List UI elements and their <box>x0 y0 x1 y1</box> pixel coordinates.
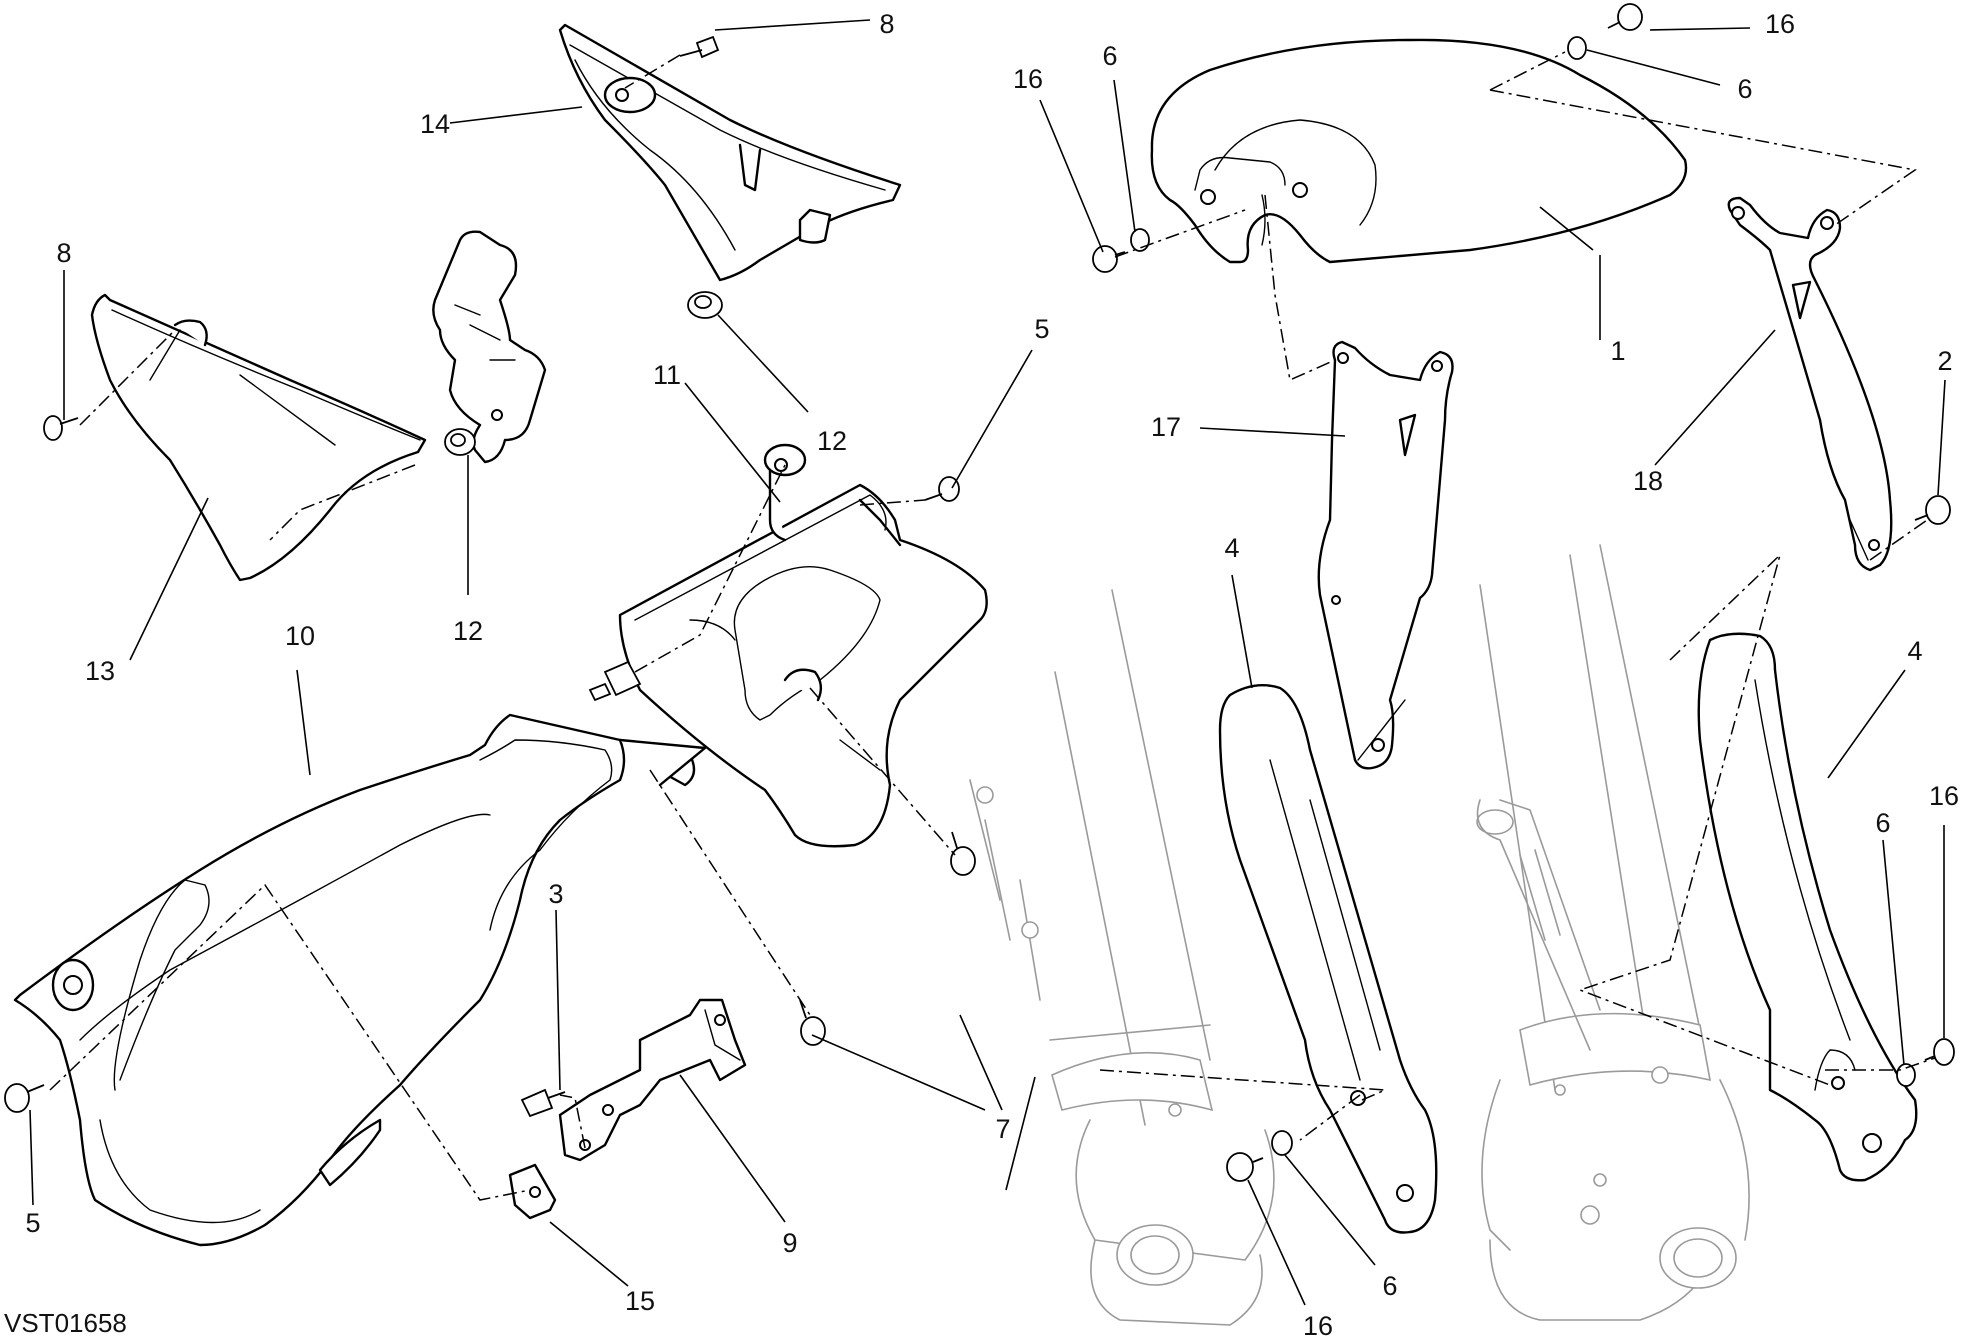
panel-mount-bracket <box>432 230 547 464</box>
callout-6-left: 6 <box>1102 41 1117 71</box>
figure-code: VST01658 <box>4 1308 127 1338</box>
washer-6-left <box>1130 228 1150 252</box>
fork-guard-right <box>1697 632 1918 1182</box>
callout-18: 18 <box>1633 466 1663 496</box>
callout-2: 2 <box>1937 346 1952 376</box>
side-panel-upper <box>558 23 902 282</box>
callout-16-left: 16 <box>1013 64 1043 94</box>
spacer-nut <box>588 660 642 702</box>
inner-centre-panel <box>618 443 988 848</box>
callout-13: 13 <box>85 656 115 686</box>
washer-6-top <box>1567 36 1587 60</box>
mudguard-bracket-left <box>1317 340 1454 770</box>
callout-6-right: 6 <box>1875 808 1890 838</box>
callout-8-top: 8 <box>879 9 894 39</box>
callout-7: 7 <box>995 1114 1010 1144</box>
callout-6-bottom: 6 <box>1382 1271 1397 1301</box>
side-panel-left <box>90 293 427 582</box>
screw-8-top <box>679 35 720 59</box>
callout-15: 15 <box>625 1286 655 1316</box>
callout-14: 14 <box>420 109 450 139</box>
assembly-lines <box>49 51 1936 1201</box>
callout-1: 1 <box>1610 336 1625 366</box>
callout-9: 9 <box>782 1228 797 1258</box>
front-mudguard <box>1150 38 1688 264</box>
screw-5-left <box>4 1083 45 1113</box>
callout-16-bottom: 16 <box>1303 1311 1333 1341</box>
callout-5-left: 5 <box>25 1208 40 1238</box>
callout-4-right: 4 <box>1907 636 1922 666</box>
screw-16-bottom <box>1226 1152 1264 1182</box>
screw-7-right <box>950 831 976 876</box>
callout-16-right: 16 <box>1929 781 1959 811</box>
right-fork-leg <box>1476 544 1750 1321</box>
rubber-grommet-12-left <box>444 428 476 456</box>
callout-17: 17 <box>1151 412 1181 442</box>
callout-11: 11 <box>653 360 681 390</box>
callout-10: 10 <box>285 621 315 651</box>
small-bracket <box>558 998 747 1162</box>
callout-8-left: 8 <box>56 238 71 268</box>
callout-12-left: 12 <box>453 616 483 646</box>
callout-6-top: 6 <box>1737 74 1752 104</box>
left-fork-leg <box>969 589 1275 1326</box>
screw-16-right <box>1924 1038 1955 1066</box>
callout-16-top: 16 <box>1765 9 1795 39</box>
callout-4-left: 4 <box>1224 533 1239 563</box>
screw-8-left <box>43 415 79 441</box>
washer-6-bottom <box>1271 1130 1293 1156</box>
lower-side-panel <box>13 713 707 1247</box>
leader-lines <box>29 19 1946 1306</box>
rubber-grommet-12-top <box>687 291 723 319</box>
callout-3: 3 <box>548 879 563 909</box>
callout-5-top: 5 <box>1034 314 1049 344</box>
screw-16-left <box>1092 245 1126 273</box>
screw-16-top <box>1607 3 1643 31</box>
washer-6-right <box>1896 1063 1916 1087</box>
screw-3 <box>520 1088 566 1118</box>
callout-12-top: 12 <box>817 426 847 456</box>
screw-5-top <box>924 476 960 502</box>
mudguard-bracket-right <box>1727 196 1893 572</box>
spring-clip-nut <box>508 1163 557 1220</box>
fork-guard-left <box>1218 684 1438 1234</box>
callout-labels: 8 14 8 12 12 13 10 11 5 7 3 9 15 5 1 16 … <box>4 9 1959 1341</box>
screw-2 <box>1914 495 1951 525</box>
